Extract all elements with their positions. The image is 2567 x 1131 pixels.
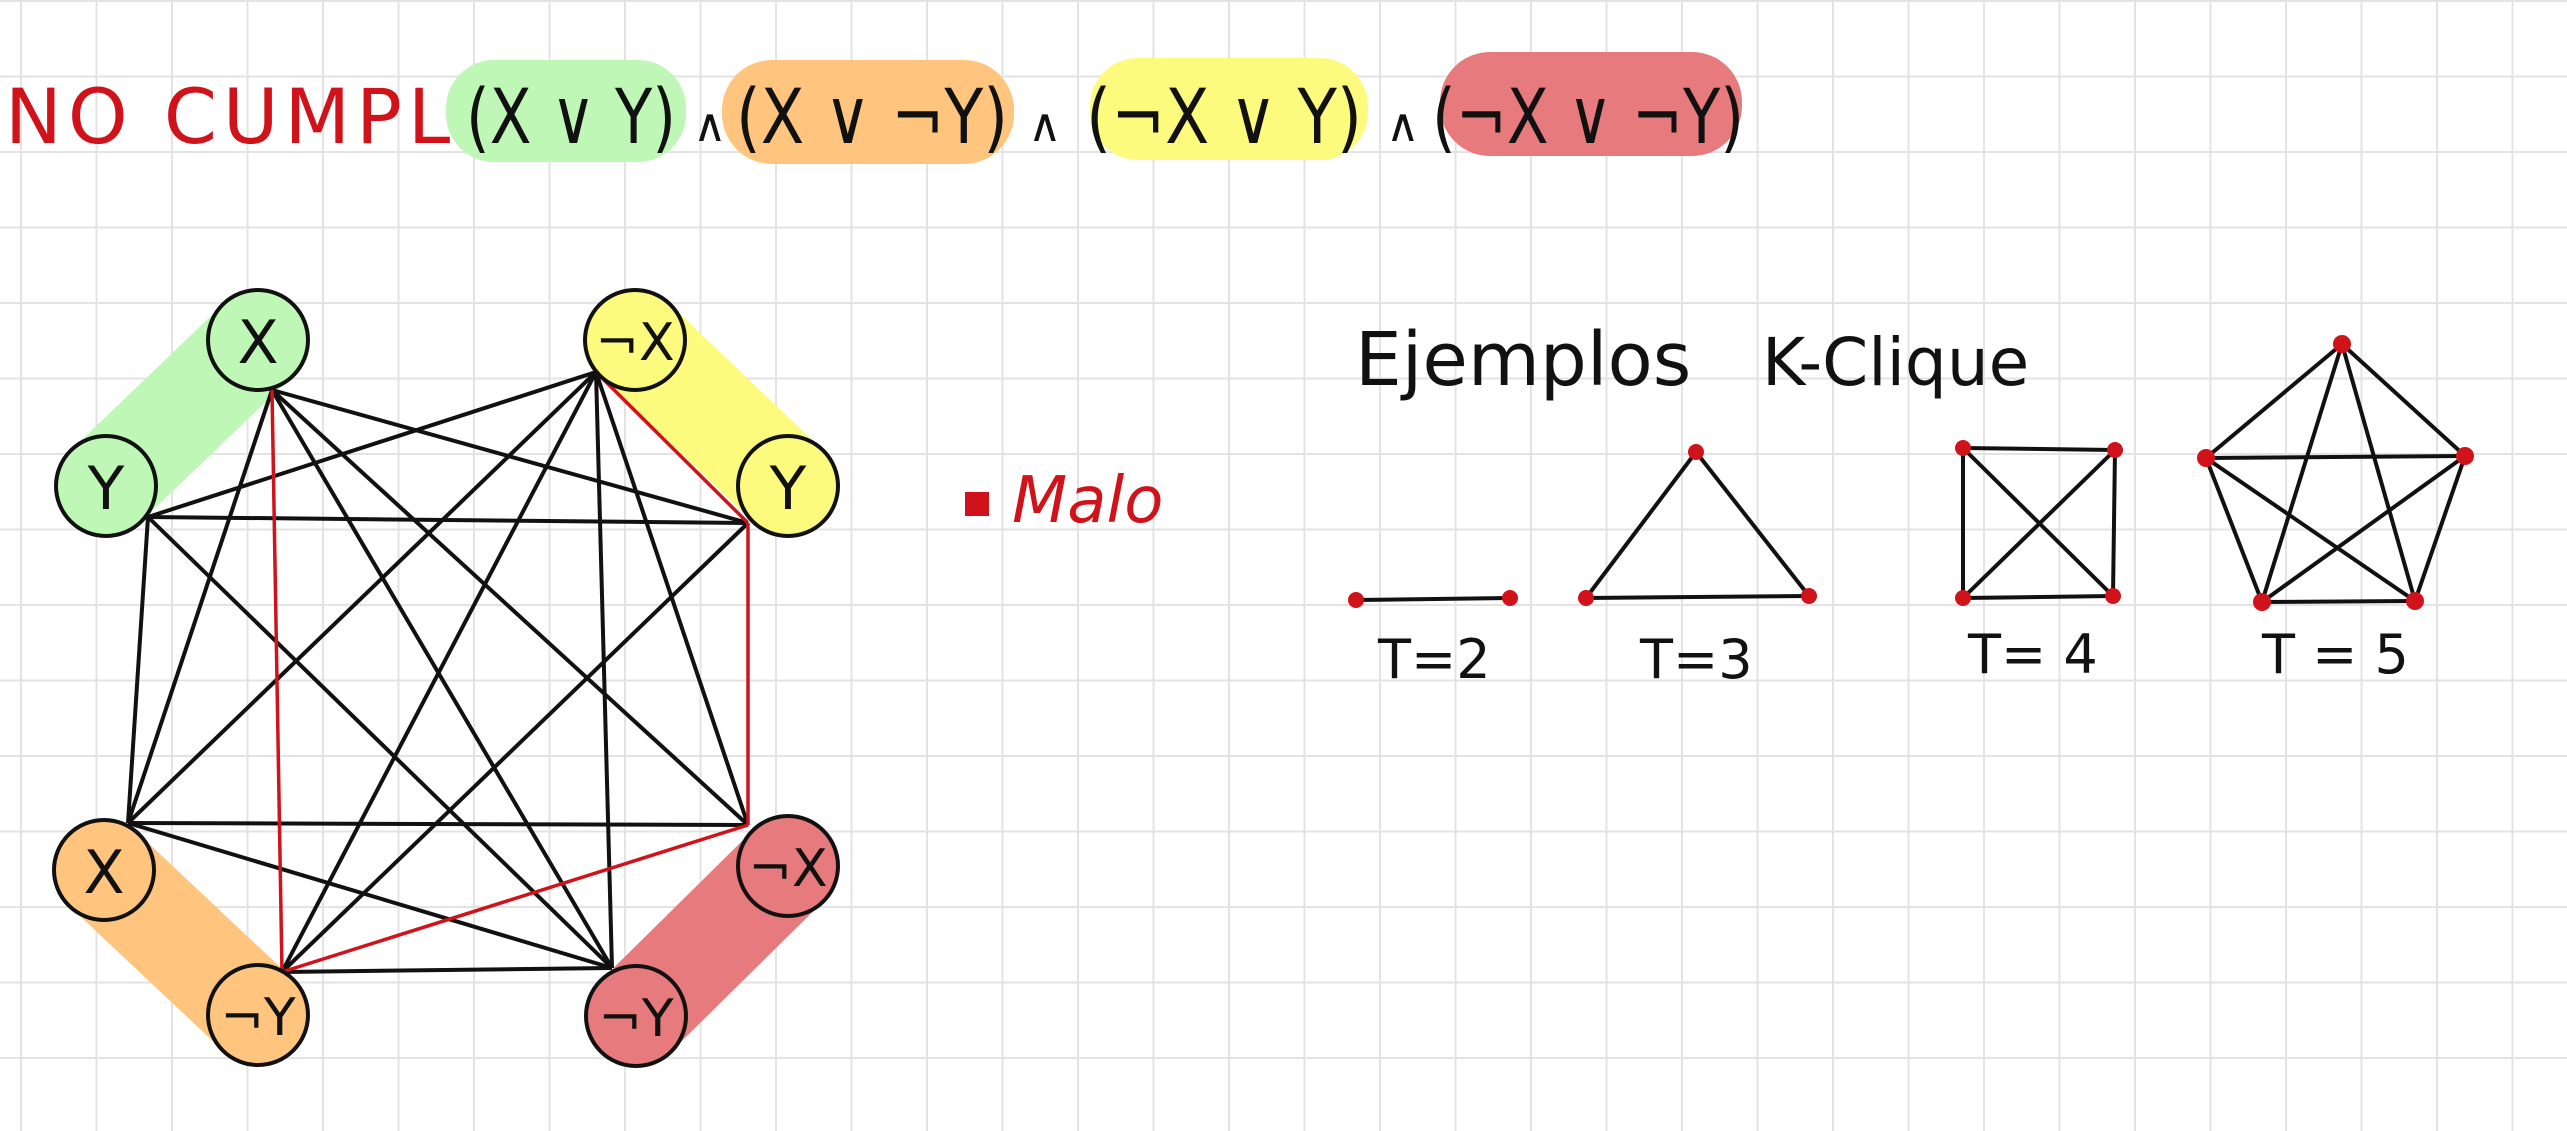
vertex: [1801, 588, 1817, 604]
clique-2: T=2: [1348, 590, 1518, 691]
node-label: ¬X: [595, 313, 674, 373]
clause-2: (X ∨ ¬Y): [736, 72, 1008, 161]
node-label: X: [237, 308, 278, 378]
node-y2: Y: [736, 434, 840, 538]
bad-edge: [270, 389, 284, 973]
clique-5: T = 5: [2197, 335, 2474, 686]
and-operator-3: ∧: [1386, 98, 1420, 152]
vertex: [2107, 442, 2123, 458]
edge: [127, 821, 613, 970]
vertex: [2406, 592, 2424, 610]
edge: [147, 370, 597, 519]
node-not-x2: ¬X: [583, 288, 687, 392]
edge: [594, 371, 614, 969]
node-label: X: [83, 838, 124, 908]
clause-1: (X ∨ Y): [466, 72, 676, 161]
node-x3: X: [52, 818, 156, 922]
edge: [270, 388, 750, 827]
and-operator-1: ∧: [693, 98, 727, 152]
vertex: [2456, 447, 2474, 465]
node-not-x4: ¬X: [736, 814, 840, 918]
examples-section: Ejemplos K-Clique T=2 T=3: [1348, 317, 2474, 691]
vertex: [1502, 590, 1518, 606]
examples-title: Ejemplos: [1355, 317, 1691, 403]
vertex: [2253, 593, 2271, 611]
legend-label: Malo: [1012, 464, 1163, 538]
edge: [281, 966, 613, 974]
formula: NO CUMPLE: (X ∨ Y) ∧ (X ∨ ¬Y) ∧ (¬X ∨ Y)…: [5, 52, 1744, 164]
node-label: ¬Y: [220, 988, 296, 1048]
vertex: [1955, 590, 1971, 606]
edge: [147, 515, 749, 525]
clique-4: T= 4: [1955, 440, 2123, 686]
vertex: [2333, 335, 2351, 353]
vertex: [1348, 592, 1364, 608]
clique-3: T=3: [1578, 444, 1817, 691]
node-label: Y: [87, 454, 125, 524]
node-label: ¬X: [748, 839, 827, 899]
edge: [280, 521, 750, 974]
bad-edge: [594, 370, 750, 525]
vertex: [2105, 588, 2121, 604]
clique-label: T=2: [1377, 628, 1491, 691]
clause-3: (¬X ∨ Y): [1086, 72, 1362, 161]
vertex: [1688, 444, 1704, 460]
node-label: Y: [769, 454, 807, 524]
edge: [280, 371, 598, 973]
clause-highlight-4: [1440, 52, 1742, 156]
bad-edges: [270, 370, 750, 974]
legend: Malo: [965, 464, 1163, 538]
and-operator-2: ∧: [1028, 98, 1062, 152]
vertex: [2197, 449, 2215, 467]
clique-label: T=3: [1639, 628, 1753, 691]
node-label: ¬Y: [598, 989, 674, 1049]
clause-4: (¬X ∨ ¬Y): [1432, 72, 1744, 161]
node-not-y4: ¬Y: [584, 964, 688, 1068]
edge: [126, 370, 598, 825]
clause-highlight-2: [722, 60, 1014, 164]
bad-edge: [281, 823, 749, 974]
edge: [270, 388, 614, 970]
clause-highlight-1: [446, 60, 686, 162]
clique-label: T = 5: [2261, 623, 2409, 686]
clause-highlight-3: [1090, 58, 1368, 160]
edge: [126, 389, 274, 824]
edge: [126, 516, 150, 824]
graph-edges: [126, 370, 750, 974]
clique-label: T= 4: [1967, 623, 2098, 686]
clause-pairs: [54, 290, 838, 1066]
node-y1: Y: [54, 434, 158, 538]
vertex: [1578, 590, 1594, 606]
node-not-y3: ¬Y: [206, 963, 310, 1067]
legend-swatch: [965, 492, 989, 516]
graph-nodes: X Y ¬X Y X ¬Y ¬X ¬Y: [52, 288, 840, 1068]
node-x1: X: [206, 288, 310, 392]
examples-subtitle: K-Clique: [1762, 324, 2029, 401]
vertex: [1955, 440, 1971, 456]
